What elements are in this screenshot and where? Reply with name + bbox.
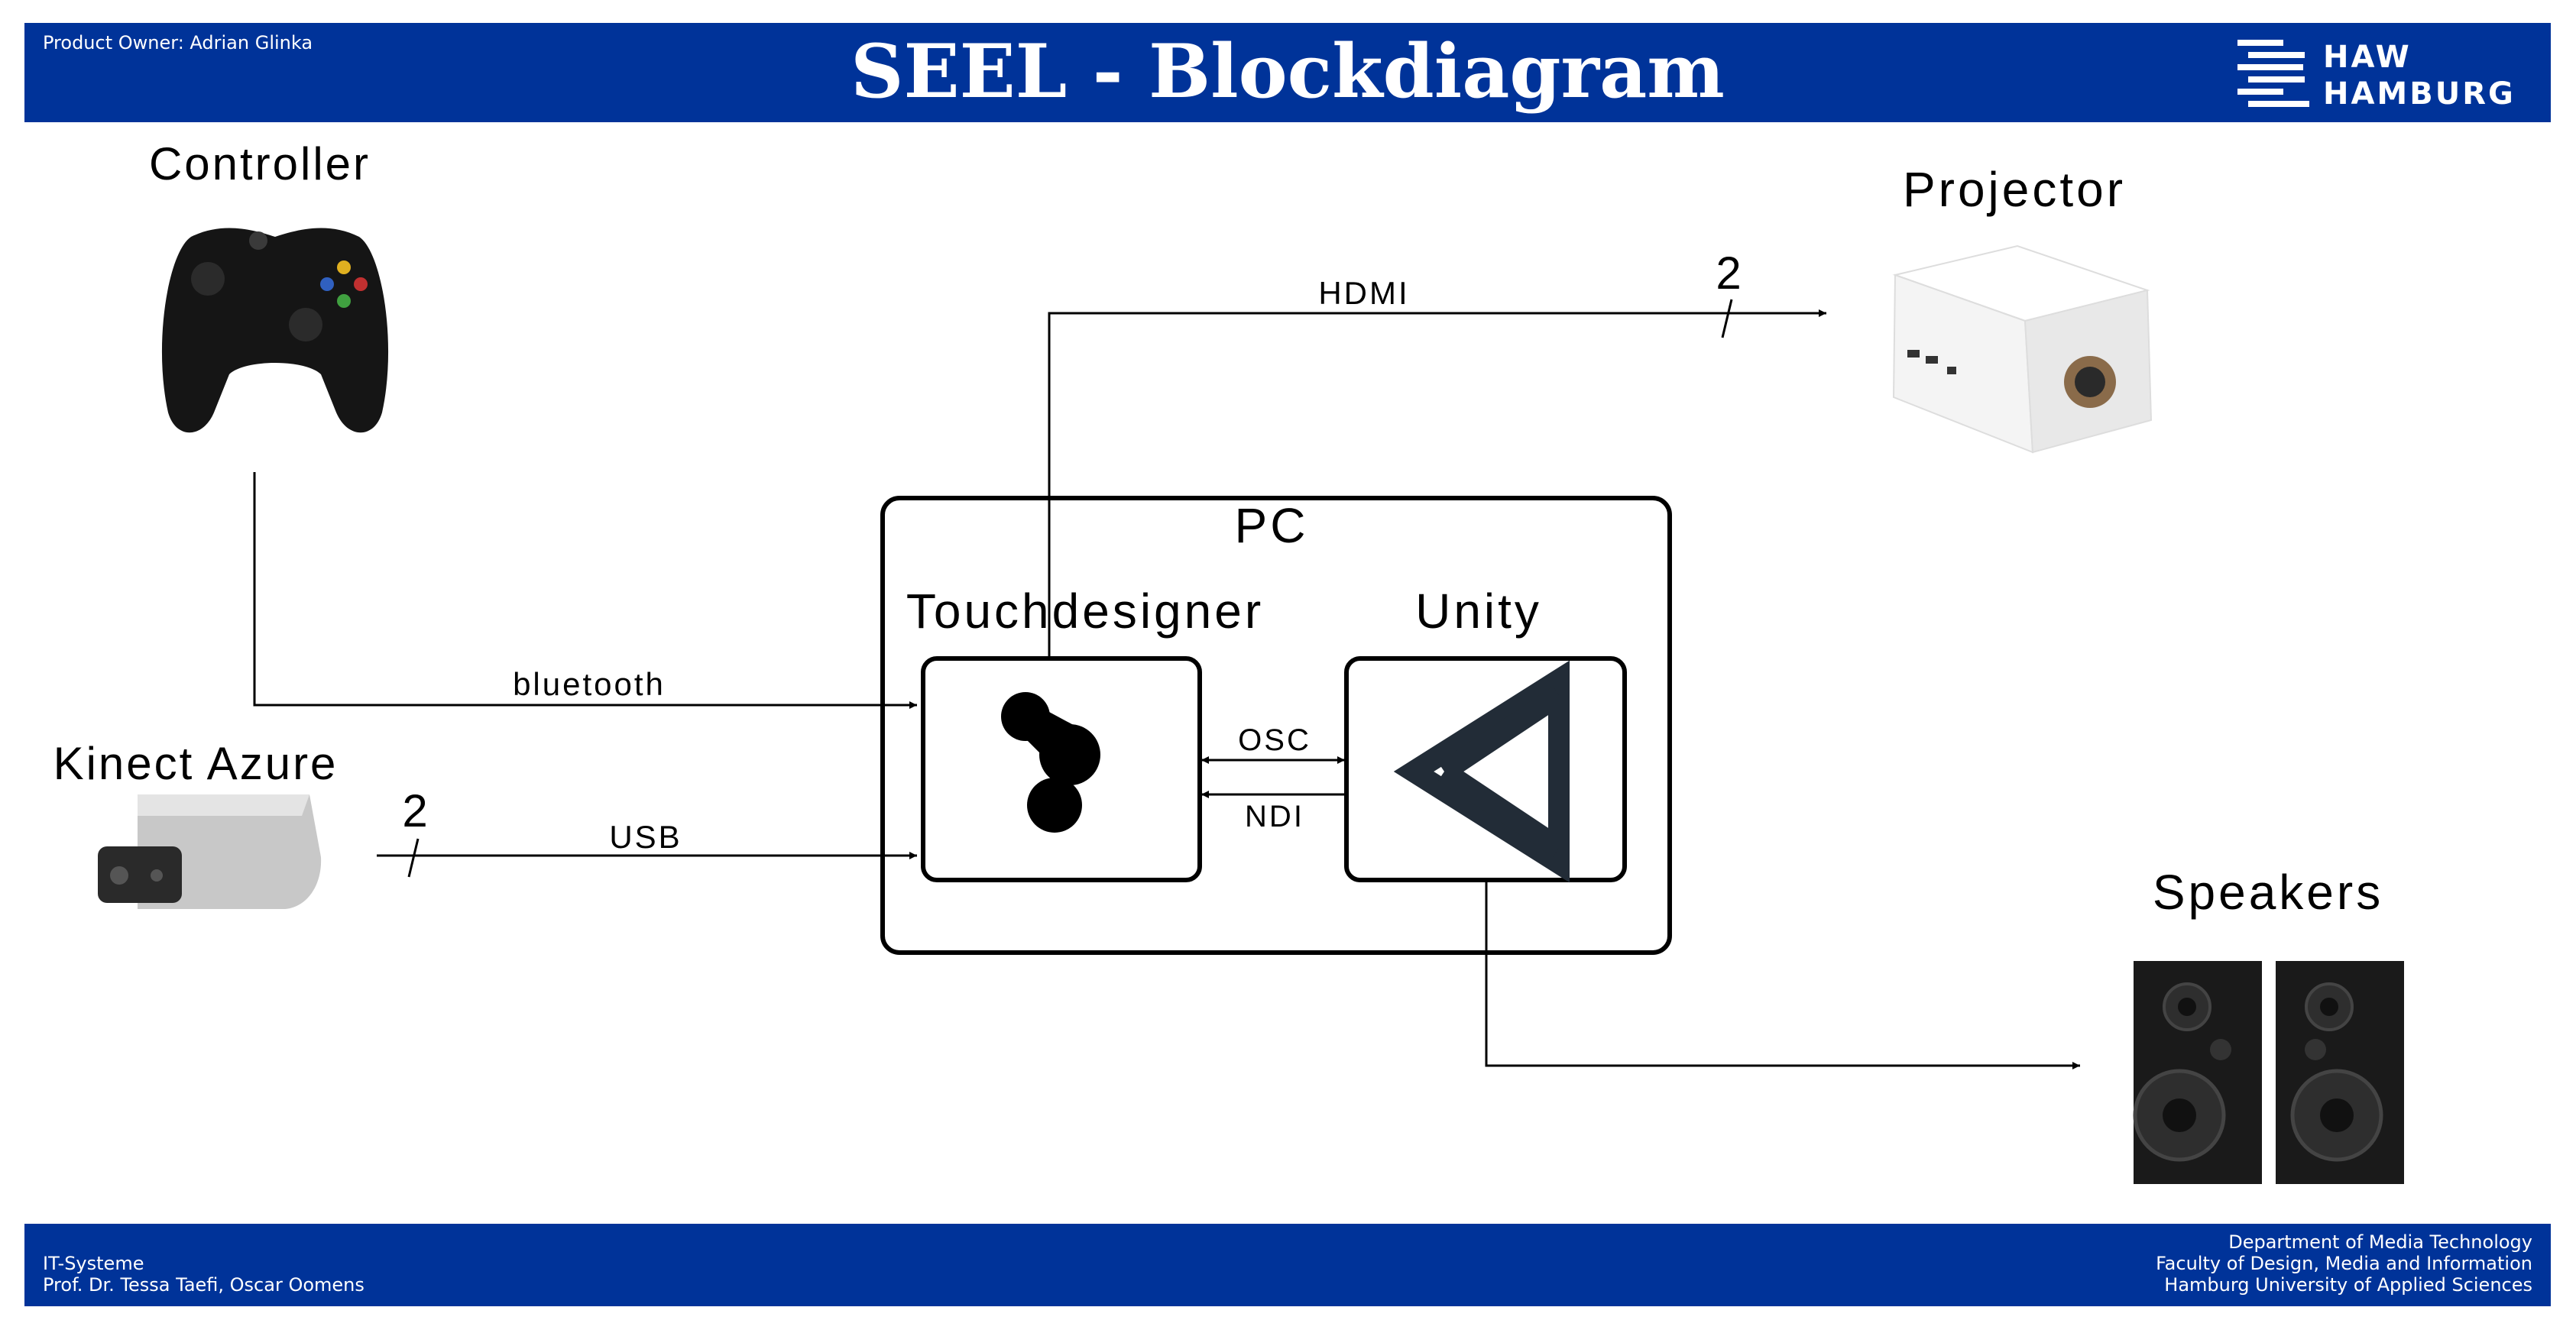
course-name: IT-Systeme: [43, 1253, 144, 1274]
page-title: SEEL - Blockdiagram: [851, 28, 1725, 115]
product-owner: Product Owner: Adrian Glinka: [43, 32, 313, 53]
haw-logo-icon: HAW HAMBURG: [2237, 40, 2516, 112]
controller-label: Controller: [149, 138, 371, 189]
hdmi-count: 2: [1716, 248, 1741, 299]
unity-label: Unity: [1415, 584, 1542, 639]
logo-line2: HAMBURG: [2323, 76, 2516, 112]
touchdesigner-label: Touchdesigner: [906, 584, 1264, 639]
ndi-label: NDI: [1245, 800, 1304, 833]
hdmi-line: [1048, 309, 1826, 658]
hdmi-slash: [1721, 299, 1733, 338]
bluetooth-line: [253, 472, 917, 709]
pc-box: [880, 496, 1672, 955]
footer-bar: IT-Systeme Prof. Dr. Tessa Taefi, Oscar …: [24, 1224, 2551, 1306]
faculty: Faculty of Design, Media and Information: [2156, 1253, 2532, 1274]
controller-icon: [161, 228, 389, 433]
speakers-icon: [2133, 961, 2404, 1184]
touchdesigner-box: [921, 656, 1202, 882]
unity-box: [1344, 656, 1627, 882]
logo-line1: HAW: [2323, 40, 2412, 75]
touchdesigner-icon: [1001, 692, 1100, 833]
bluetooth-label: bluetooth: [513, 666, 666, 702]
speakers-label: Speakers: [2153, 865, 2383, 920]
audio-line: [1485, 882, 2080, 1069]
projector-label: Projector: [1903, 162, 2126, 217]
kinect-icon: [98, 794, 322, 909]
department: Department of Media Technology: [2228, 1231, 2532, 1253]
usb-label: USB: [609, 819, 682, 855]
projector-icon: [1892, 244, 2153, 454]
usb-count: 2: [402, 785, 427, 836]
university: Hamburg University of Applied Sciences: [2164, 1274, 2532, 1296]
course-people: Prof. Dr. Tessa Taefi, Oscar Oomens: [43, 1274, 365, 1296]
osc-label: OSC: [1238, 723, 1311, 757]
usb-slash: [407, 838, 420, 878]
kinect-label: Kinect Azure: [53, 738, 339, 789]
hdmi-label: HDMI: [1318, 275, 1409, 311]
connections: [253, 299, 2080, 1069]
header-bar: Product Owner: Adrian Glinka SEEL - Bloc…: [24, 23, 2551, 122]
haw-logo: HAW HAMBURG: [2237, 35, 2528, 112]
unity-icon: [1393, 660, 1570, 883]
pc-label: PC: [1235, 498, 1309, 553]
